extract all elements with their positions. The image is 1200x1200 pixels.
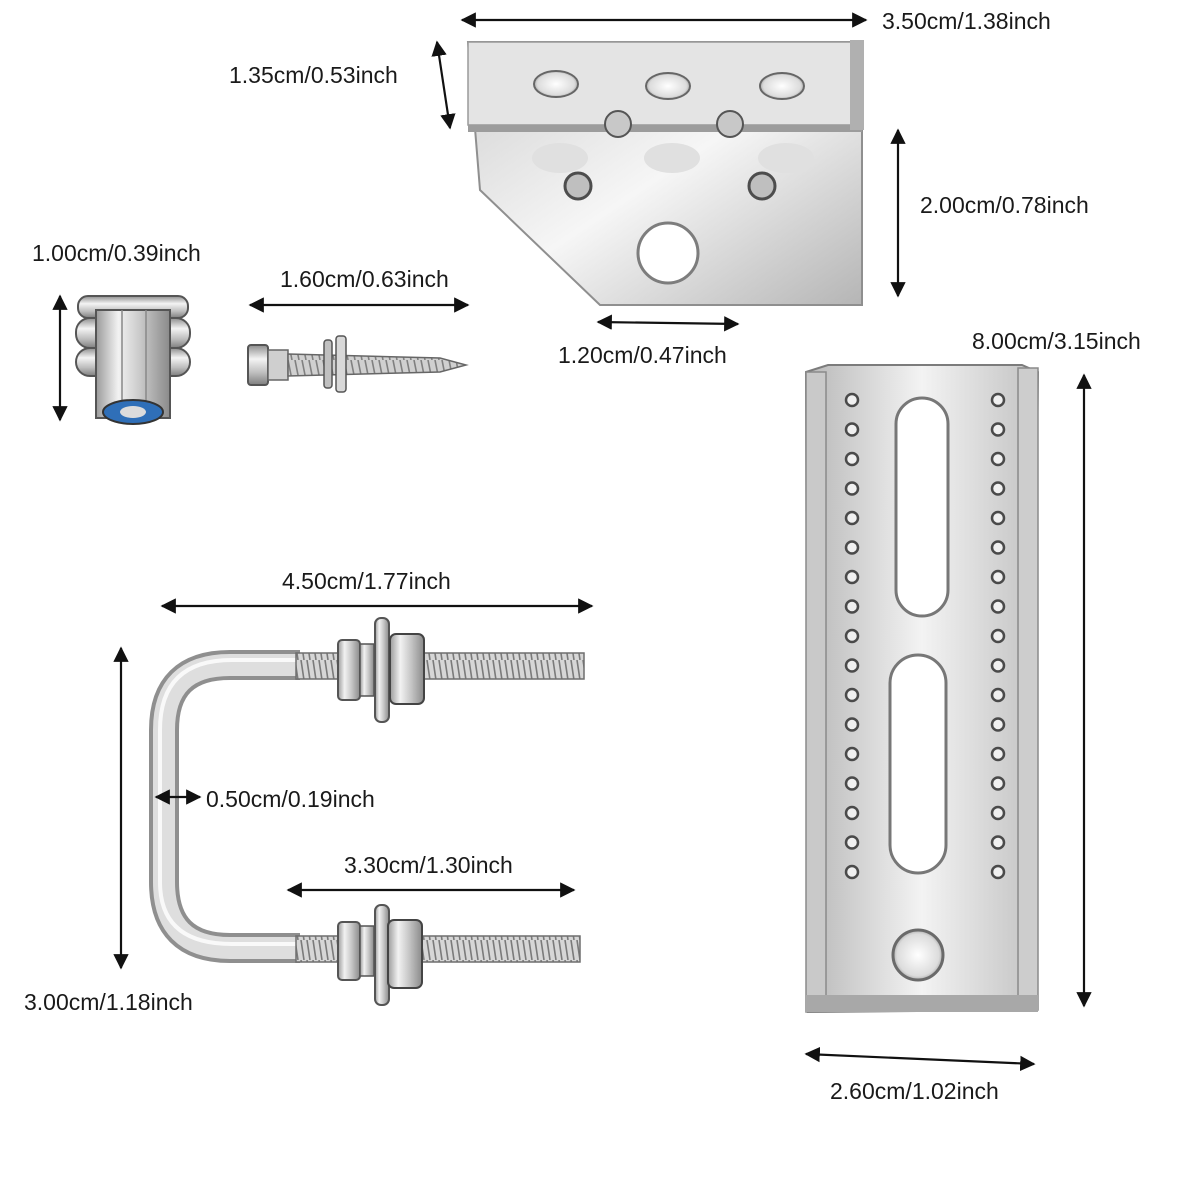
rail-hole [990,658,1006,673]
rail-hole [990,422,1006,437]
rail-hole [844,628,860,644]
bracket-flange-label: 1.35cm/0.53inch [229,62,398,88]
rail-width-label: 2.60cm/1.02inch [830,1078,999,1104]
rail-hole [844,776,860,791]
rail-hole [844,835,860,850]
rail-hole [990,717,1006,732]
hex-screw [247,335,469,393]
rail-hole [990,569,1006,585]
rail-hole [990,776,1006,791]
rail-hole [844,510,860,526]
rail-hole [990,835,1006,850]
bracket-hole-label: 1.20cm/0.47inch [558,342,727,368]
rail-hole [844,451,860,467]
bracket-hole-arrow [596,314,740,332]
rail-hole [990,481,1006,496]
rail-hole [844,687,860,703]
ubolt-thread-label: 3.30cm/1.30inch [344,852,513,878]
mounting-bracket [466,40,864,306]
rail-hole [844,392,860,408]
rail-hole [990,540,1006,555]
ubolt-diameter-label: 0.50cm/0.19inch [206,786,375,812]
rail-hole [844,481,860,496]
dimension-arrows [52,12,1092,1072]
rail-length-label: 8.00cm/3.15inch [972,328,1141,354]
bracket-width-label: 3.50cm/1.38inch [882,8,1051,34]
rail-hole [844,864,860,880]
bracket-height-label: 2.00cm/0.78inch [920,192,1089,218]
rail-hole [990,628,1006,644]
rail-hole [844,717,860,732]
ubolt-height-label: 3.00cm/1.18inch [24,989,193,1015]
rail-hole [990,746,1006,762]
rail-hole [990,451,1006,467]
rail-hole [844,569,860,585]
rail-width-arrow [804,1046,1036,1072]
rail-hole [844,658,860,673]
rail-hole [844,599,860,614]
rail-hole [990,510,1006,526]
rail-hole-pattern [844,392,1006,880]
ubolt-length-label: 4.50cm/1.77inch [282,568,451,594]
slotted-rail [804,364,1040,1014]
rail-hole [990,392,1006,408]
rail-hole [990,687,1006,703]
rail-hole [990,805,1006,821]
nut-height-label: 1.00cm/0.39inch [32,240,201,266]
rail-hole [990,864,1006,880]
screw-length-label: 1.60cm/0.63inch [280,266,449,292]
u-bolt [149,617,585,1006]
rail-hole [844,746,860,762]
rail-hole [844,422,860,437]
rail-hole [844,540,860,555]
bracket-flange-arrow [431,40,456,130]
rail-hole [990,599,1006,614]
rail-hole [844,805,860,821]
lock-nut [75,295,191,425]
